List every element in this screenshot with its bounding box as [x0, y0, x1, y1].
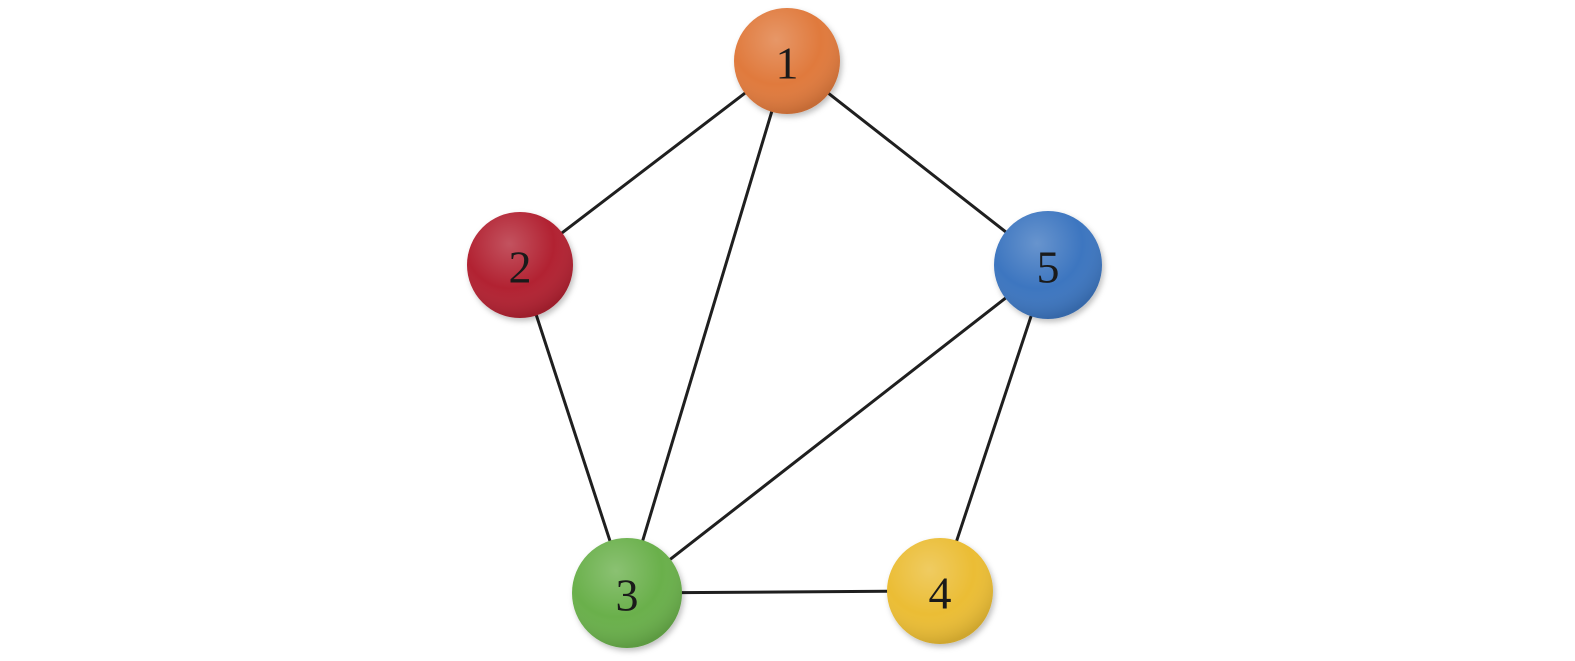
edge-2-3 [534, 313, 612, 543]
node-4: 4 [887, 538, 993, 644]
node-2: 2 [467, 212, 573, 318]
node-label: 4 [929, 568, 952, 619]
node-sheen [467, 212, 573, 318]
node-sheen [572, 538, 682, 648]
node-sheen [887, 538, 993, 644]
nodes-layer: 1 2 3 4 5 [467, 8, 1102, 648]
node-label: 5 [1037, 242, 1060, 293]
node-5: 5 [994, 211, 1102, 319]
edge-4-5 [955, 314, 1033, 543]
node-sheen [994, 211, 1102, 319]
node-label: 2 [509, 242, 532, 293]
node-label: 1 [776, 38, 799, 89]
node-1: 1 [734, 8, 840, 114]
edge-1-5 [827, 92, 1007, 234]
edge-1-2 [560, 91, 747, 235]
edge-3-4 [680, 589, 889, 595]
node-3: 3 [572, 538, 682, 648]
edge-3-5 [668, 296, 1007, 561]
edge-1-3 [641, 110, 774, 542]
node-label: 3 [616, 570, 639, 621]
node-sheen [734, 8, 840, 114]
edges-layer [534, 91, 1033, 595]
